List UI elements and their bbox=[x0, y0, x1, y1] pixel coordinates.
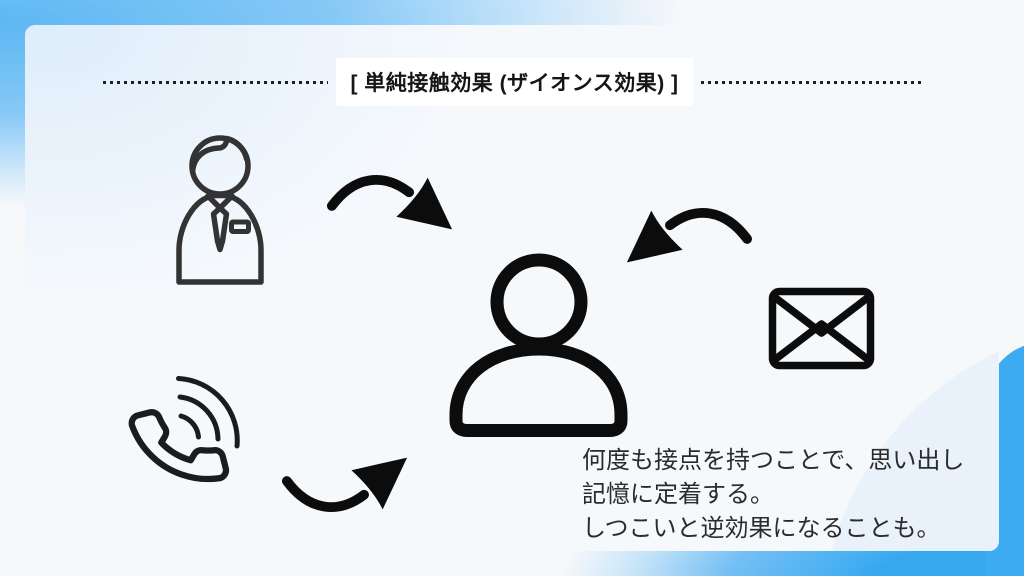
page-title: [ 単純接触効果 (ザイオンス効果) ] bbox=[336, 58, 693, 106]
content-card: [ 単純接触効果 (ザイオンス効果) ] bbox=[25, 25, 999, 551]
curved-arrow-up-right-icon bbox=[281, 457, 408, 512]
title-row: [ 単純接触効果 (ザイオンス効果) ] bbox=[25, 58, 999, 106]
envelope-icon bbox=[768, 287, 875, 370]
dotted-line-left bbox=[103, 80, 329, 84]
caption-line-3: しつこいと逆効果になることも。 bbox=[582, 515, 941, 542]
caption-line-2: 記憶に定着する。 bbox=[582, 481, 774, 508]
salesperson-icon bbox=[176, 135, 264, 285]
caption-line-1: 何度も接点を持つことで、思い出し bbox=[582, 447, 965, 474]
caption-text: 何度も接点を持つことで、思い出し 記憶に定着する。 しつこいと逆効果になることも… bbox=[582, 444, 964, 546]
curved-arrow-down-right-icon bbox=[326, 175, 453, 230]
sound-waves-icon bbox=[176, 376, 240, 449]
curved-arrow-down-left-icon bbox=[626, 208, 753, 263]
person-icon bbox=[449, 253, 628, 437]
dotted-line-right bbox=[700, 80, 921, 84]
phone-ringing-icon bbox=[128, 376, 240, 483]
